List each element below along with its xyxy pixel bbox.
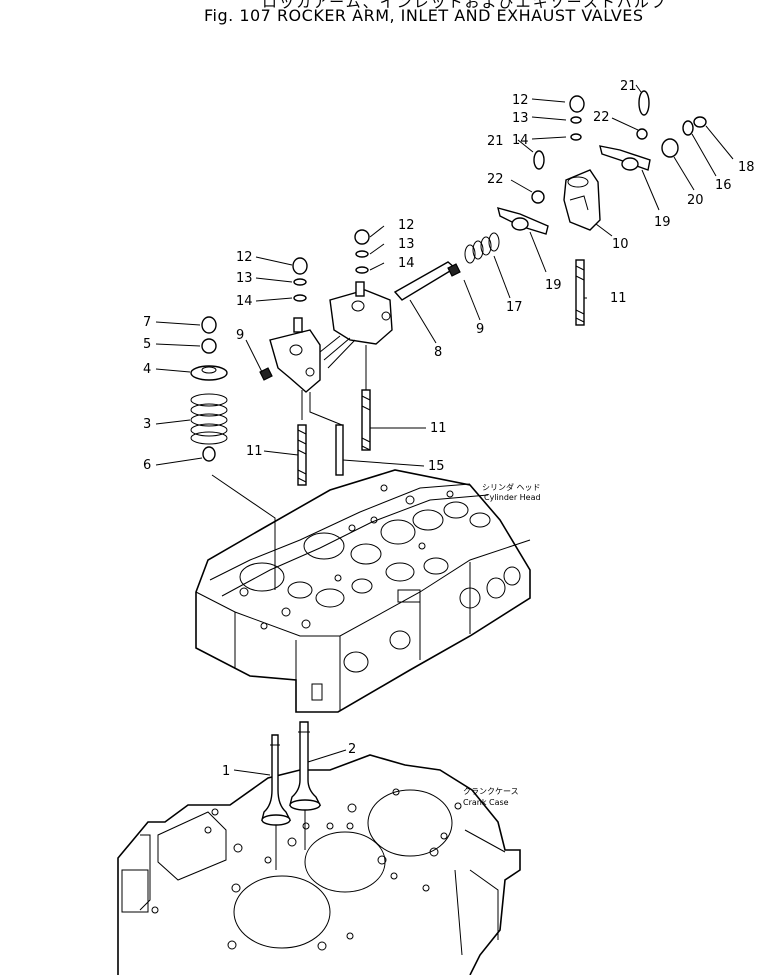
callout-12: 12: [512, 93, 529, 108]
callout-13: 13: [236, 271, 253, 286]
callout-12: 12: [236, 250, 253, 265]
callout-6: 6: [143, 458, 151, 473]
nut-upper: [569, 95, 585, 113]
cylinder-head-label-jp: シリンダ ヘッド: [482, 482, 541, 492]
callout-4: 4: [143, 362, 151, 377]
callout-14: 14: [398, 256, 415, 271]
bushing: [661, 138, 679, 158]
lock-nut-right: [531, 190, 545, 204]
rocker-arm-upper-drawing: [599, 145, 651, 171]
callout-9: 9: [236, 328, 244, 343]
callout-22: 22: [593, 110, 610, 125]
callout-21: 21: [620, 79, 637, 94]
stud-bolt-right: [575, 259, 585, 326]
callout-16: 16: [715, 178, 732, 193]
cap-plug: [693, 116, 707, 128]
callout-1: 1: [222, 764, 230, 779]
rocker-arm-right-drawing: [497, 207, 549, 235]
stud-bolt-left: [297, 424, 307, 486]
callout-8: 8: [434, 345, 442, 360]
callout-13: 13: [512, 111, 529, 126]
set-screw-left: [259, 367, 273, 381]
adjust-screw-right: [533, 150, 545, 170]
cylinder-head-label: Cylinder Head: [484, 493, 541, 502]
callout-11: 11: [610, 291, 627, 306]
lock-nut-upper: [636, 128, 648, 140]
washer-center-left-a: [293, 278, 307, 286]
callout-5: 5: [143, 337, 151, 352]
callout-12: 12: [398, 218, 415, 233]
set-screw-right: [447, 263, 461, 277]
valve-cap: [201, 316, 217, 334]
valve-seal: [202, 446, 216, 462]
callout-10: 10: [612, 237, 629, 252]
exhaust-valve-drawing: [289, 721, 322, 811]
washer-center-right-b: [355, 266, 369, 274]
callout-3: 3: [143, 417, 151, 432]
callout-11: 11: [246, 444, 263, 459]
callout-19: 19: [545, 278, 562, 293]
nut-center-right: [354, 229, 370, 245]
callout-21: 21: [487, 134, 504, 149]
callout-22: 22: [487, 172, 504, 187]
crank-case-drawing: [117, 754, 521, 975]
adjust-screw-upper: [638, 90, 650, 116]
leader-lines: [155, 84, 734, 776]
callout-18: 18: [738, 160, 755, 175]
callout-9: 9: [476, 322, 484, 337]
valve-spring-drawing: [190, 393, 228, 445]
push-rod: [335, 424, 344, 476]
cotter: [201, 338, 217, 354]
crank-case-label: Crank Case: [463, 798, 509, 807]
callout-7: 7: [143, 315, 151, 330]
callout-19: 19: [654, 215, 671, 230]
washer-upper-b: [570, 133, 582, 141]
figure-header: ロッカアーム、インレットおよびエキゾーストバルブ Fig. 107 ROCKER…: [0, 0, 760, 30]
callout-13: 13: [398, 237, 415, 252]
figure-title: Fig. 107 ROCKER ARM, INLET AND EXHAUST V…: [204, 6, 644, 25]
crank-case-label-jp: クランクケース: [463, 787, 519, 796]
callout-2: 2: [348, 742, 356, 757]
rocker-bracket-drawing: [563, 169, 601, 231]
washer-upper-a: [570, 116, 582, 124]
cylinder-head-drawing: [195, 469, 531, 713]
rocker-spring-drawing: [464, 232, 500, 264]
nut-center-left: [292, 257, 308, 275]
figure-title-japanese: ロッカアーム、インレットおよびエキゾーストバルブ: [262, 0, 668, 11]
washer-center-left-b: [293, 294, 307, 302]
callout-14: 14: [512, 133, 529, 148]
callout-14: 14: [236, 294, 253, 309]
part-callouts: 12 13 14 21 22 21 22 18 16 20 19 10 12 1…: [143, 79, 755, 779]
callout-20: 20: [687, 193, 704, 208]
spring-retainer-drawing: [190, 365, 228, 381]
callout-17: 17: [506, 300, 523, 315]
callout-11: 11: [430, 421, 447, 436]
callout-15: 15: [428, 459, 445, 474]
plug: [682, 120, 694, 136]
washer-center-right-a: [355, 250, 369, 258]
